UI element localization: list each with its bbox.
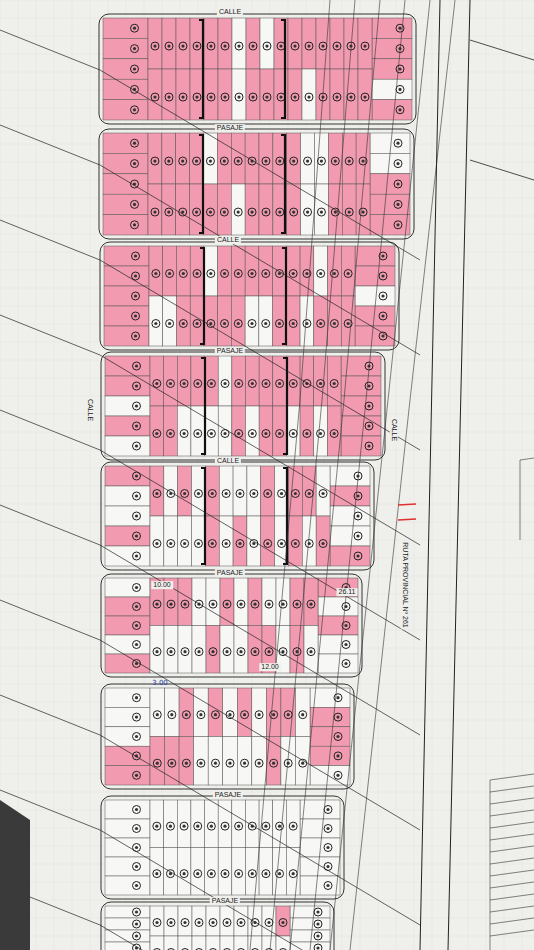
dimension: 10.00 bbox=[151, 581, 173, 589]
block bbox=[101, 574, 362, 677]
dimension: 26.11 bbox=[337, 588, 358, 596]
street-name: CALLE bbox=[215, 457, 241, 465]
block bbox=[101, 796, 344, 899]
dimension: 12.00 bbox=[259, 663, 281, 671]
street-name: CALLE bbox=[86, 397, 94, 423]
street-name: PASAJE bbox=[215, 124, 245, 132]
street-name: RUTA PROVINCIAL Nº 261 bbox=[401, 540, 409, 629]
dimension: 3.00 bbox=[150, 680, 170, 688]
block bbox=[101, 684, 354, 789]
street-name: CALLE bbox=[217, 8, 243, 16]
street-name: PASAJE bbox=[213, 791, 243, 799]
block bbox=[101, 352, 385, 460]
street-name: PASAJE bbox=[210, 897, 240, 905]
block bbox=[101, 462, 374, 570]
street-name: CALLE bbox=[215, 236, 241, 244]
block bbox=[99, 14, 416, 124]
blocks bbox=[99, 14, 416, 950]
street-name: PASAJE bbox=[215, 569, 245, 577]
shadow bbox=[0, 800, 30, 950]
street-name: CALLE bbox=[390, 417, 398, 443]
block bbox=[100, 242, 399, 350]
block bbox=[101, 902, 334, 950]
street-name: PASAJE bbox=[215, 347, 245, 355]
